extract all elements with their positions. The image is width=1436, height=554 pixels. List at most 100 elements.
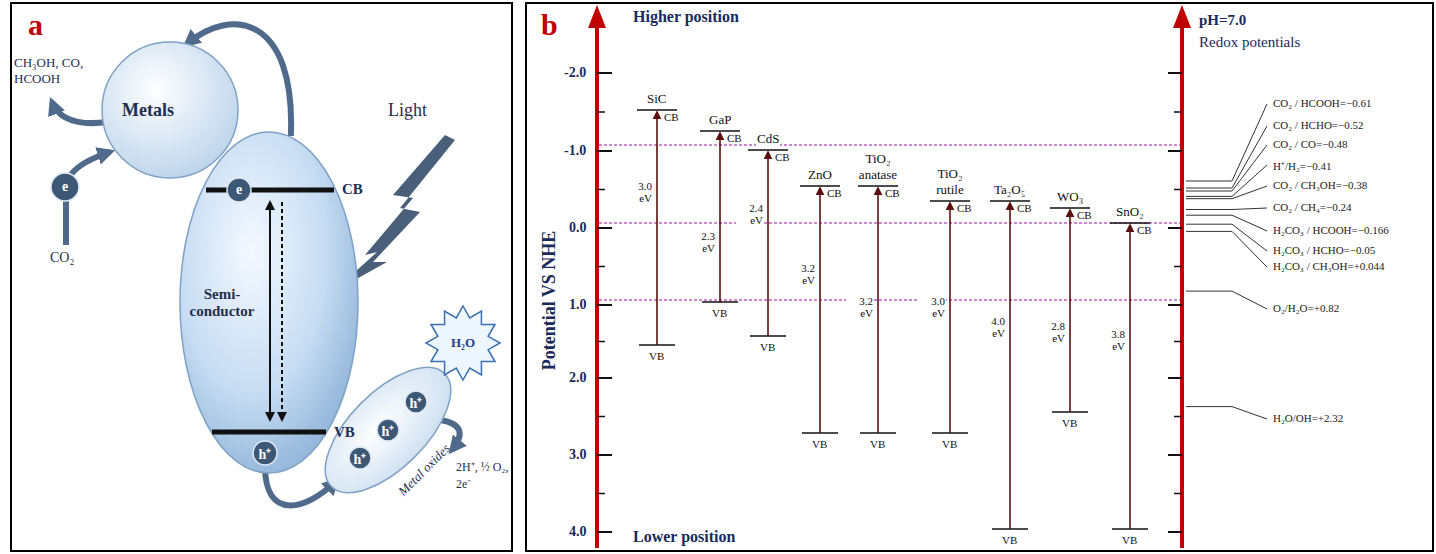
redox-potential: O₂/H₂O=+0.82 xyxy=(1272,302,1340,314)
product-arrow xyxy=(52,102,108,123)
gap-value: 3.8 eV xyxy=(1098,328,1126,352)
band-label: CB xyxy=(663,111,680,123)
carrier-symbol: h⁺ xyxy=(354,449,367,468)
band-label: VB xyxy=(711,307,728,319)
tick xyxy=(597,531,612,533)
gap-value: 2.8 eV xyxy=(1038,320,1066,344)
tick xyxy=(597,266,605,268)
leader-line xyxy=(1186,126,1267,188)
node-label: H₂O xyxy=(451,335,475,351)
band-label: CB xyxy=(956,202,973,214)
redox-potential: CO₂ / CH₄=−0.24 xyxy=(1272,201,1352,213)
band-label: CB xyxy=(1136,224,1153,236)
reactant-label: CO₂ xyxy=(50,250,74,266)
node-label: Semi- conductor xyxy=(183,286,261,320)
gap-value: 2.3 eV xyxy=(688,230,716,254)
leader-line xyxy=(1186,104,1267,181)
material-name: CdS xyxy=(756,131,780,147)
band-label: CB xyxy=(726,132,743,144)
carrier-circle xyxy=(51,173,79,201)
gap-value: 4.0 eV xyxy=(978,315,1006,339)
carrier-symbol: e xyxy=(62,179,68,195)
tick xyxy=(1174,111,1182,113)
leader-line xyxy=(1186,224,1267,251)
tick xyxy=(1168,304,1182,306)
tick-label: 3.0 xyxy=(568,447,588,463)
charge-carrier: h⁺ xyxy=(376,418,400,442)
band-label: VB xyxy=(941,438,958,450)
metal-particle: Metals xyxy=(100,40,240,180)
tick-label: 0.0 xyxy=(568,220,588,236)
panel-b-art xyxy=(588,5,1267,548)
tick xyxy=(1174,341,1182,343)
band-label: VB xyxy=(1121,534,1138,546)
carrier-circle xyxy=(253,441,277,465)
tick xyxy=(597,189,605,191)
redox-potential: H₂CO₃ / HCOOH=−0.166 xyxy=(1272,224,1390,236)
band-label: CB xyxy=(1016,202,1033,214)
charge-carrier: e xyxy=(50,172,80,202)
redox-potential: H₂O/OH=+2.32 xyxy=(1272,412,1344,424)
metal-sphere xyxy=(102,42,238,178)
band-gap-arrow xyxy=(949,203,951,433)
leader-line xyxy=(1186,215,1267,231)
tick xyxy=(597,227,612,229)
gap-value: 3.2 eV xyxy=(788,262,816,286)
charge-carrier: h⁺ xyxy=(252,440,278,466)
redox-potential: CO₂ / CO=−0.48 xyxy=(1272,138,1349,150)
tick xyxy=(1174,416,1182,418)
tick xyxy=(597,416,605,418)
carrier-symbol: h⁺ xyxy=(382,421,395,440)
tick xyxy=(1168,150,1182,152)
material-name: TiO₂ rutile xyxy=(929,166,971,198)
material-name: SnO₂ xyxy=(1115,204,1145,220)
tick xyxy=(1168,531,1182,533)
tick xyxy=(597,72,612,74)
axis-arrowhead xyxy=(588,5,606,28)
light-label: Light xyxy=(388,100,427,121)
tick xyxy=(1174,189,1182,191)
band-label: VB xyxy=(648,350,665,362)
redox-potential: H⁺/H₂=−0.41 xyxy=(1272,158,1332,173)
tick xyxy=(597,111,605,113)
product-label: 2H⁺, ½ O₂, 2e⁻ xyxy=(456,458,511,492)
band-label: CB xyxy=(1076,209,1093,221)
panel-frame: aMetalseSemi- conductoreh⁺Metal oxidesh⁺… xyxy=(10,2,513,552)
star-burst xyxy=(426,306,500,380)
band-label: CB xyxy=(826,187,843,199)
water-molecule: H₂O xyxy=(425,305,501,381)
axis-line xyxy=(595,22,599,548)
tick xyxy=(1168,227,1182,229)
band-gap-arrow xyxy=(719,133,721,302)
material-name: TiO₂ anatase xyxy=(851,151,905,183)
node-label: Metals xyxy=(122,100,174,121)
band-gap-arrow xyxy=(656,112,658,345)
tick xyxy=(597,493,605,495)
material-name: GaP xyxy=(708,112,732,128)
semiconductor-particle: Semi- conductor e h⁺ xyxy=(178,130,360,475)
band-label: VB xyxy=(759,341,776,353)
carrier-symbol: e xyxy=(236,182,242,198)
axis-line xyxy=(1180,22,1184,548)
carrier-circle xyxy=(349,447,371,469)
leader-line xyxy=(1186,407,1267,419)
tick xyxy=(1168,454,1182,456)
axis-note: Higher position xyxy=(632,8,740,26)
charge-carrier: e xyxy=(226,177,252,203)
band-gap-arrow xyxy=(1069,210,1071,412)
band-gap-arrow xyxy=(1129,225,1131,529)
tick-label: 1.0 xyxy=(568,297,588,313)
cb-band xyxy=(206,188,334,193)
band-label: VB xyxy=(811,438,828,450)
panel-border xyxy=(11,3,512,551)
tick xyxy=(597,454,612,456)
band-label: VB xyxy=(334,424,355,441)
carrier-circle xyxy=(377,419,399,441)
band-label: VB xyxy=(869,438,886,450)
band-label: CB xyxy=(774,151,791,163)
tick-label: 4.0 xyxy=(568,524,588,540)
gap-value: 3.2 eV xyxy=(846,295,874,319)
material-name: Ta₂O₅ xyxy=(993,182,1026,198)
tick-label: 2.0 xyxy=(568,370,588,386)
band-gap-arrow xyxy=(1009,203,1011,529)
